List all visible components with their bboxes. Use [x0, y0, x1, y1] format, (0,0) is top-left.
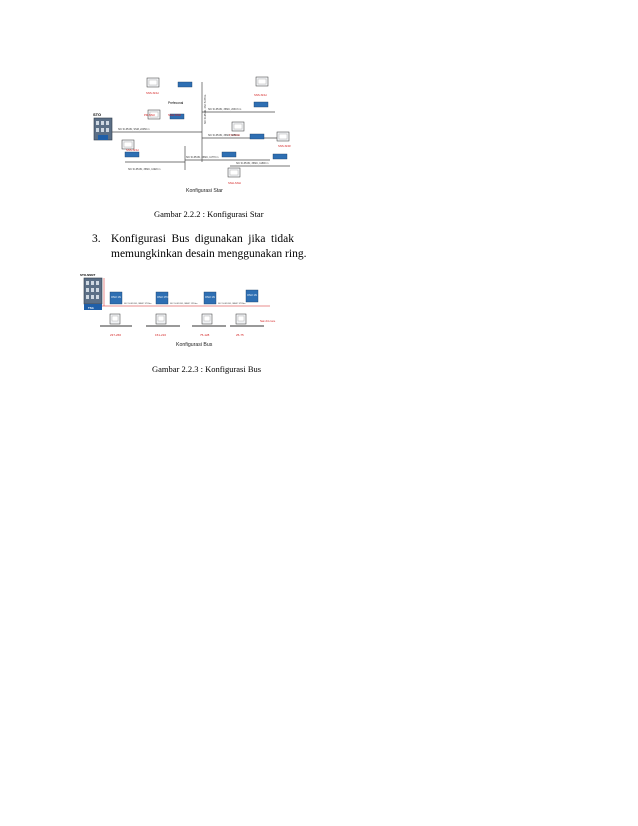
link-label: SIC SI-6515J, 36MC, 11920 m: [128, 168, 160, 171]
monitor-icon: [155, 313, 167, 325]
star-diagram: STO: [93, 76, 291, 194]
bus-figure-title: Konfigurasi Bus: [176, 342, 213, 348]
bus-bottom-label: 237-266: [110, 333, 121, 337]
link-label: SIC SI-6515J, 36MC, 2030.6 m: [208, 108, 241, 111]
switch-icon: [177, 81, 193, 88]
switch-icon: [169, 113, 185, 120]
red-label: SNH-NNR: [168, 113, 181, 117]
monitor-icon: [147, 109, 161, 120]
bus-hub-tag: TSG: [88, 306, 94, 310]
bus-diagram: STO-NSNT TSG ONU 1N ONU 1TN ONU 1N ONU 1…: [80, 273, 276, 348]
link-label: SIC SI-6515J, SNM, 22450 m: [118, 128, 150, 131]
bus-link-labels: SIC SI-6515J, 36MC 3720m SIC SI-6515J, 3…: [124, 303, 246, 305]
star-caption: Gambar 2.2.2 : Konfigurasi Star: [154, 209, 264, 219]
monitor-icon: [109, 313, 121, 325]
monitor-icon: [146, 77, 160, 88]
monitor-icon: [235, 313, 247, 325]
bus-hub-label: STO-NSNT: [80, 273, 95, 277]
bus-figure: STO-NSNT TSG ONU 1N ONU 1TN ONU 1N ONU 1…: [80, 270, 280, 350]
red-label: SNS-SNH: [146, 91, 159, 95]
link-label: SIC SI-6515J, 36MC, 3856 m: [208, 134, 239, 137]
monitor-icon: [121, 139, 135, 150]
bus-link-label: SIC SI-6515J, 36MC 3720m: [218, 303, 246, 305]
bus-side-label: Sat 24 core: [260, 319, 276, 323]
red-label: SNH-SNH: [228, 181, 241, 185]
bus-bottom-labels: 237-266 151-216 75-128 25-75: [110, 333, 244, 337]
link-label: SIC SI-6515J, 36MC, 11800 m: [236, 162, 268, 165]
red-label: PR-NNU: [144, 113, 155, 117]
onu-node: ONU 1N: [109, 291, 123, 305]
switch-icon: [253, 101, 269, 108]
list-number: 3.: [92, 233, 101, 245]
onu-label: ONU 1N: [205, 295, 215, 299]
red-labels: SNS-SNH PR-NNU SNH-NNR SNS-SNH TG-SNH SN…: [126, 91, 291, 185]
bus-link-label: SIC SI-6515J, 36MC 3720m: [124, 303, 152, 305]
red-label: SNS-SNR: [278, 144, 291, 148]
onu-node: ONU 1N: [203, 291, 217, 305]
onu-node: ONU 1N: [245, 289, 259, 303]
red-label: TG-SNH: [229, 133, 240, 137]
list-item: 3. Konfigurasi Bus digunakan jika tidak …: [92, 232, 307, 261]
building-icon: [83, 277, 103, 310]
switch-icon: [272, 153, 288, 160]
list-text-line-2: memungkinkan desain menggunakan ring.: [111, 247, 307, 260]
monitor-icon: [201, 313, 213, 325]
bus-bottom-label: 151-216: [155, 333, 166, 337]
list-text-line-1: Konfigurasi Bus digunakan jika tidak: [111, 233, 294, 245]
bus-link-label: SIC SI-6515J, 36MC 1210m: [170, 303, 198, 305]
monitor-icon: [255, 76, 269, 87]
center-label: Prefeconal: [168, 101, 184, 105]
link-label: SIC SI-6515J, 3NC 517B m: [204, 95, 207, 124]
onu-label: ONU 1N: [247, 293, 257, 297]
switch-icon: [249, 133, 265, 140]
switch-icon: [124, 151, 140, 158]
link-label: SIC SI-6515J, 36MC, 11770 m: [186, 156, 218, 159]
bus-caption: Gambar 2.2.3 : Konfigurasi Bus: [152, 364, 262, 374]
onu-label: ONU 1N: [111, 295, 121, 299]
bus-bottom-label: 25-75: [236, 333, 244, 337]
bus-bottom-label: 75-128: [200, 333, 210, 337]
onu-label: ONU 1TN: [157, 295, 169, 299]
red-label: SNS-SNH: [254, 93, 267, 97]
star-figure: STO: [90, 74, 302, 198]
switch-icon: [221, 151, 237, 158]
hub-label: STO: [93, 112, 101, 117]
monitor-icon: [276, 131, 290, 142]
building-icon: [93, 117, 113, 141]
onu-node: ONU 1TN: [155, 291, 169, 305]
red-label: SNS-SNH: [126, 148, 139, 152]
monitor-icon: [231, 121, 245, 132]
star-links: [112, 82, 290, 170]
monitor-icon: [227, 167, 241, 178]
link-labels: SIC SI-6515J, SNM, 22450 m SIC SI-6515J,…: [118, 95, 268, 171]
figure-title: Konfigurasi Star: [186, 188, 223, 194]
